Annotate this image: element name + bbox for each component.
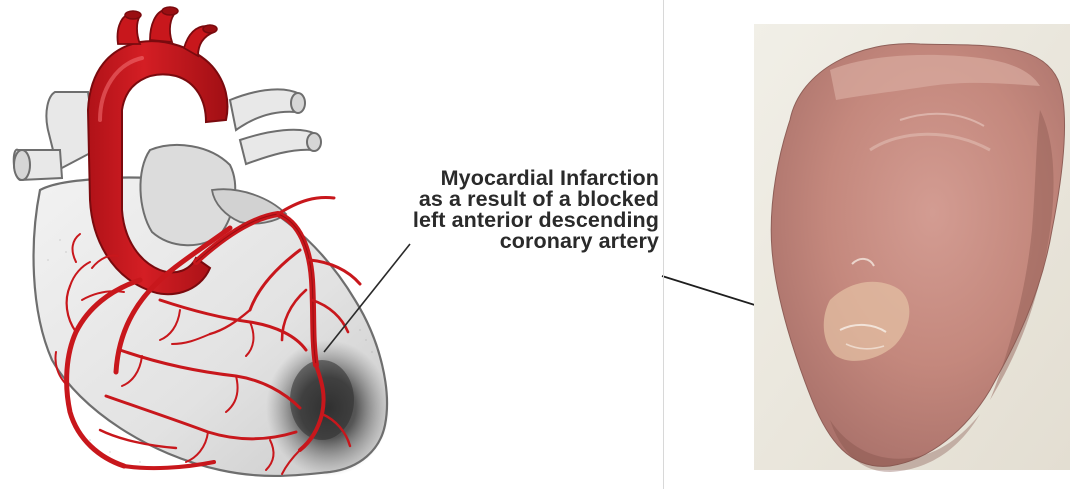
heart-diagram-icon (14, 7, 390, 476)
annotation-caption: Myocardial Infarction as a result of a b… (349, 168, 659, 252)
panel-divider (663, 0, 664, 489)
heart-specimen-photo (754, 24, 1070, 472)
caption-line-2: as a result of a blocked (349, 189, 659, 210)
caption-line-4: coronary artery (349, 231, 659, 252)
caption-line-1: Myocardial Infarction (349, 168, 659, 189)
caption-line-3: left anterior descending (349, 210, 659, 231)
